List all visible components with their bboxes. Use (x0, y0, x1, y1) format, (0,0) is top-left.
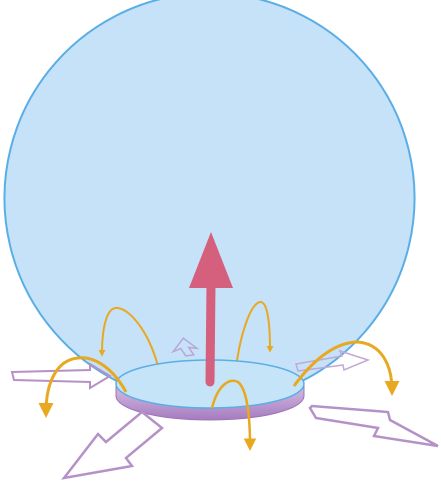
arrow-up-shaft (210, 284, 211, 382)
outline-arrow-icon (310, 406, 438, 446)
outline-arrow-icon (64, 412, 162, 478)
